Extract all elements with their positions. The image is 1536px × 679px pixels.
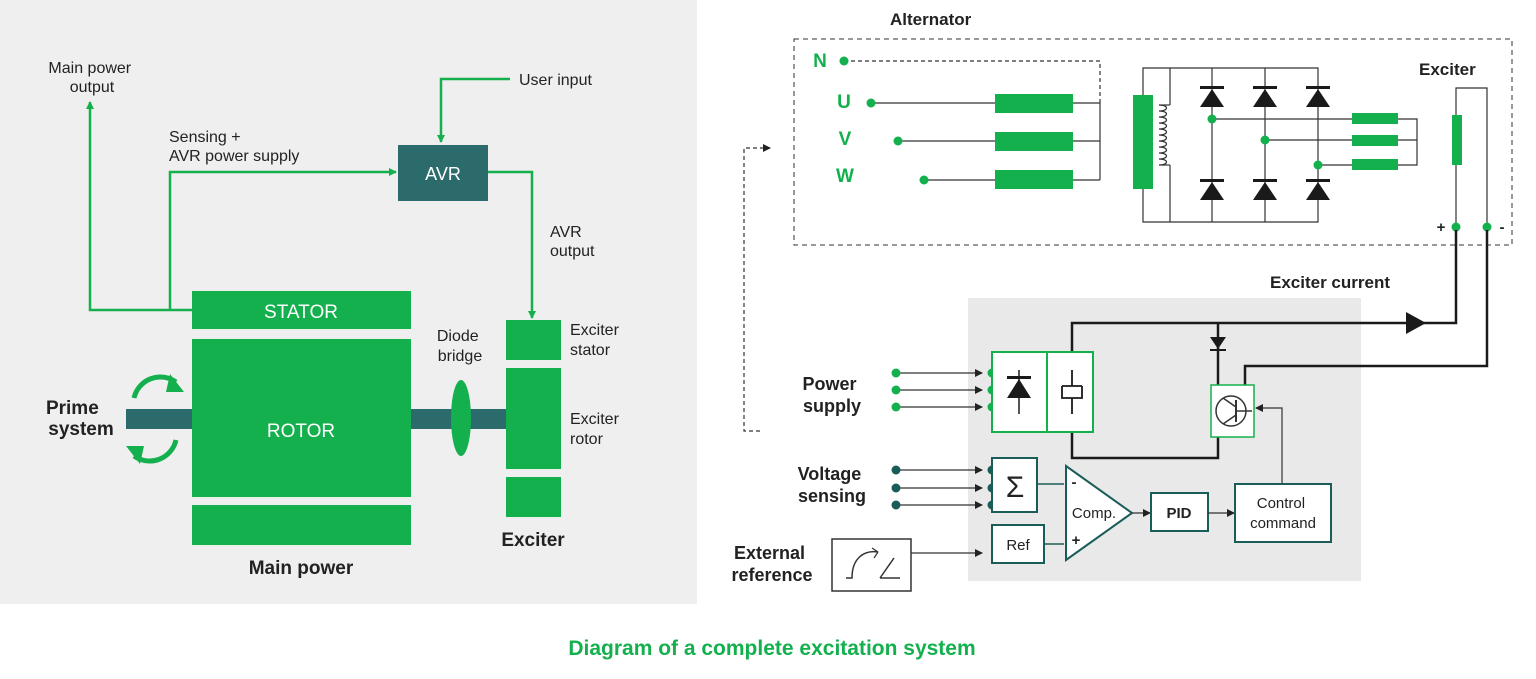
alternator-dashed-border [793, 38, 1513, 246]
avr-control-section: Exciter current Power supply [731, 230, 1489, 592]
rotation-arrowhead-bottom [126, 446, 144, 464]
phase-w-label: W [836, 166, 854, 187]
exciter-minus-label: - [1500, 219, 1505, 236]
external-reference-box [831, 538, 912, 592]
power-supply-label: Power supply [802, 374, 861, 416]
phase-terminals [839, 56, 929, 185]
sensing-label: Sensing + AVR power supply [169, 129, 299, 165]
comparator-block: Comp. - + [1065, 464, 1134, 562]
diode-bridge-label: Diode bridge [437, 328, 483, 365]
main-power-output-label: Main power output [48, 60, 135, 96]
phase-n-label: N [813, 51, 827, 72]
alternator-title: Alternator [890, 10, 972, 29]
control-feedback-wire [1255, 404, 1283, 484]
diode-bridge-disc [451, 380, 471, 456]
exciter-terminals [1451, 222, 1492, 232]
external-reference-label: External reference [731, 543, 812, 585]
control-command-block: Control command [1234, 483, 1332, 543]
phase-v-label: V [839, 129, 852, 150]
svg-text:PID: PID [1166, 505, 1191, 522]
left-wires [86, 77, 536, 319]
feedback-dashed-line [743, 144, 771, 432]
exciter-current-title: Exciter current [1270, 273, 1390, 292]
exciter-rotor-windings [1352, 113, 1398, 170]
bridge-nodes [1207, 114, 1323, 170]
svg-text:Σ: Σ [1006, 471, 1025, 504]
summing-block: Σ [991, 457, 1038, 513]
exciter-plus-label: + [1437, 219, 1446, 236]
avr-box: AVR [398, 145, 488, 201]
exciter-lower-block [506, 477, 561, 517]
alternator-section: Alternator N U V W [793, 10, 1513, 246]
pid-block: PID [1150, 492, 1209, 532]
exciter-field-winding [1452, 115, 1462, 165]
exciter-current-wires [1070, 230, 1489, 460]
exciter-rotor-block [506, 368, 561, 469]
stator-block: STATOR [192, 291, 411, 329]
voltage-sensing-inputs [896, 466, 983, 509]
ref-block: Ref [991, 524, 1045, 564]
svg-text:Comp.: Comp. [1072, 505, 1116, 522]
avr-output-label: AVR output [550, 224, 595, 260]
main-power-label: Main power [249, 558, 354, 579]
thyristor-symbol [1210, 337, 1226, 351]
exciter-stator-block [506, 320, 561, 360]
stator-windings [995, 94, 1073, 189]
transistor-box [1210, 384, 1255, 438]
left-panel: Main power output User input Sensing + A… [0, 0, 697, 604]
rotor-block: ROTOR [192, 339, 411, 497]
bridge-diodes [1200, 86, 1330, 200]
svg-text:STATOR: STATOR [264, 302, 338, 323]
svg-text:AVR: AVR [425, 164, 461, 184]
exciter-title: Exciter [1419, 60, 1476, 79]
svg-text:+: + [1072, 532, 1081, 549]
voltage-sensing-label: Voltage sensing [798, 464, 867, 506]
user-input-label: User input [519, 72, 592, 89]
phase-u-label: U [837, 92, 851, 113]
prime-system-label: Prime system [46, 398, 114, 440]
svg-text:Control command: Control command [1250, 495, 1316, 532]
exciter-current-arrowhead [1406, 312, 1426, 334]
svg-text:Ref: Ref [1006, 537, 1030, 554]
rotor-field-winding [1133, 95, 1153, 189]
diagram-caption: Diagram of a complete excitation system [568, 637, 975, 660]
phase-wires [844, 60, 1101, 181]
rotation-arrowhead-top [166, 374, 184, 392]
exciter-stator-label: Exciter stator [570, 322, 623, 359]
lower-stator-block [192, 505, 411, 545]
svg-text:-: - [1072, 474, 1077, 491]
exciter-rotor-label: Exciter rotor [570, 411, 623, 448]
svg-text:ROTOR: ROTOR [267, 421, 335, 442]
rectifier-box [991, 351, 1094, 433]
prime-shaft [126, 409, 192, 429]
exciter-label: Exciter [501, 530, 565, 551]
power-supply-inputs [896, 369, 983, 411]
